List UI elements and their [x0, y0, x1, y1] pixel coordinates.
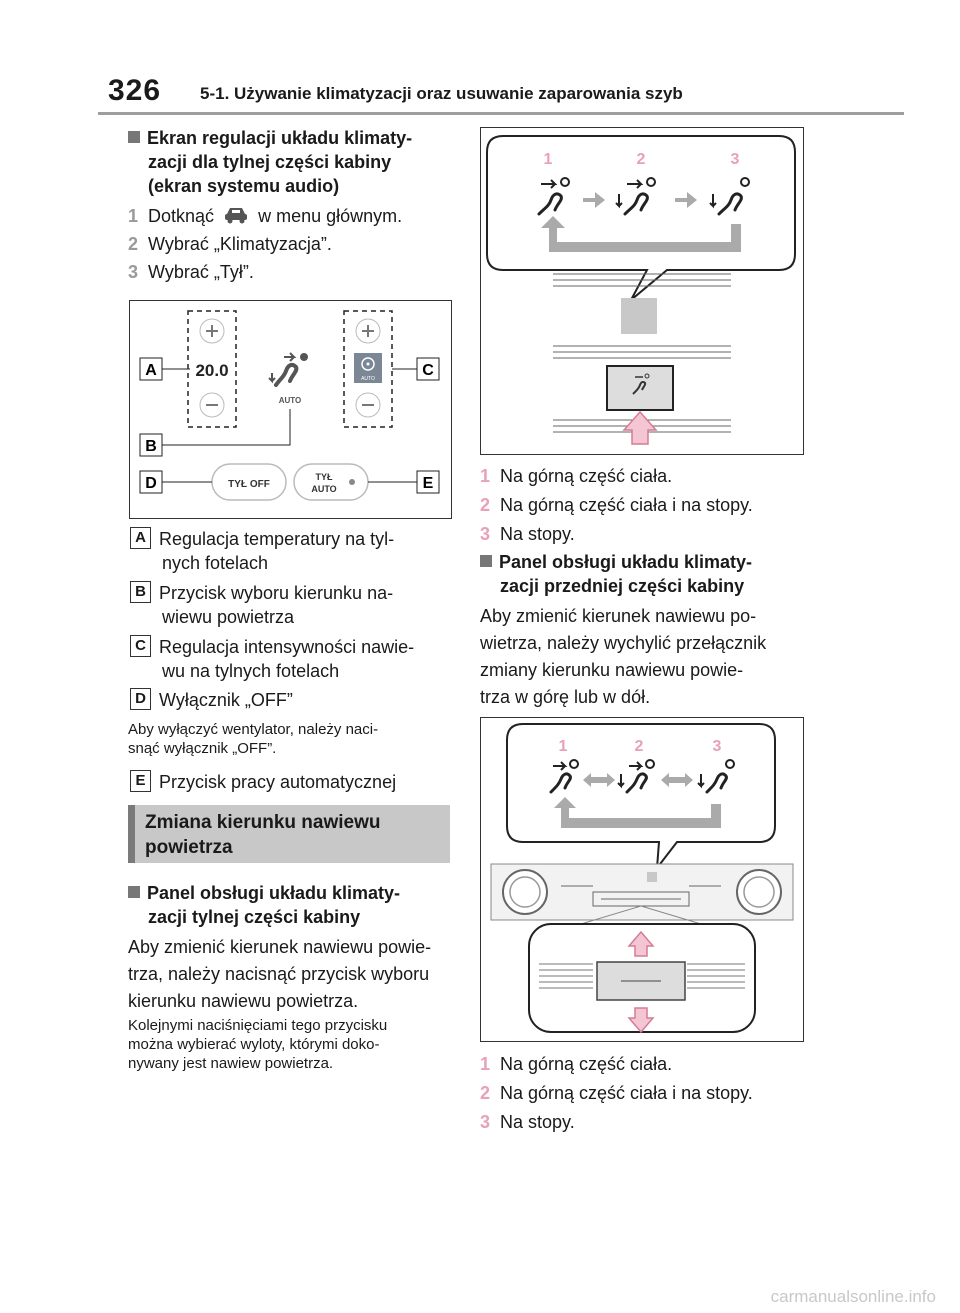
- temperature-value: 20.0: [195, 361, 228, 380]
- fan-group-outline: [343, 310, 393, 428]
- rear-auto-button: [293, 463, 369, 501]
- rear-auto-label-2: AUTO: [311, 484, 336, 494]
- rear-auto-label-1: TYŁ: [316, 472, 334, 482]
- heading-rear-screen: Ekran regulacji układu klimaty- zacji dl…: [128, 126, 458, 198]
- cycle-return-arrow-icon: [541, 216, 741, 252]
- button-seat-icon: [632, 373, 650, 395]
- paragraph-front-panel: Aby zmienić kierunek nawiewu po- wietrza…: [480, 606, 767, 707]
- mode-face-feet-icon: [615, 177, 656, 216]
- mode-number-2: 2: [635, 738, 644, 755]
- callout-d: D: [145, 475, 157, 492]
- callout-e: E: [423, 475, 434, 492]
- car-icon: [225, 208, 248, 224]
- mode-face-icon: [549, 759, 579, 794]
- switch-arrow-icon: [661, 773, 693, 787]
- next-arrow-icon: [675, 192, 697, 208]
- switch-arrow-icon: [583, 773, 615, 787]
- square-bullet-icon: [128, 131, 140, 143]
- temp-down-icon: [199, 392, 225, 418]
- mode-number-1: 1: [559, 738, 568, 755]
- rear-airflow-button-figure: 1 2 3: [480, 127, 804, 455]
- tilt-up-arrow-icon: [627, 930, 655, 957]
- display-placeholder: [621, 298, 657, 334]
- fan-down-icon: [355, 392, 381, 418]
- chapter-title: 5-1. Używanie klimatyzacji oraz usuwanie…: [200, 84, 683, 103]
- next-arrow-icon: [583, 192, 605, 208]
- front-airflow-switch-figure: 1 2 3: [480, 717, 804, 1042]
- section-heading-airflow: Zmiana kierunku nawiewu powietrza: [128, 805, 450, 863]
- mode-number-3: 3: [731, 151, 740, 168]
- mode-number-1: 1: [544, 151, 553, 168]
- temp-up-icon: [199, 318, 225, 344]
- airflow-mode-icon: [268, 352, 308, 387]
- auto-indicator-icon: [349, 479, 355, 485]
- fan-up-icon: [355, 318, 381, 344]
- airflow-auto-label: AUTO: [279, 396, 302, 405]
- header-divider: [98, 112, 904, 115]
- note-rear-panel: Kolejnymi naciśnięciami tego przycisku m…: [128, 1017, 388, 1072]
- mode-face-feet-icon: [617, 759, 655, 794]
- press-arrow-icon: [622, 410, 658, 445]
- callout-c: C: [422, 362, 434, 379]
- paragraph-rear-panel: Aby zmienić kierunek nawiewu powie- trza…: [128, 937, 432, 1011]
- callout-a: A: [145, 362, 157, 379]
- left-knob-icon: [502, 869, 548, 915]
- square-bullet-icon: [480, 555, 492, 567]
- legend-d-note: Aby wyłączyć wentylator, należy naci- sn…: [128, 721, 379, 757]
- mode-face-icon: [537, 177, 570, 216]
- mode-feet-icon: [697, 759, 735, 794]
- tilt-down-arrow-icon: [627, 1007, 655, 1034]
- page-number: 326: [108, 74, 162, 107]
- rear-off-label: TYŁ OFF: [228, 479, 270, 490]
- heading-front-panel: Panel obsługi układu klimaty- zacji prze…: [480, 550, 810, 598]
- heading-rear-panel: Panel obsługi układu klimaty- zacji tyln…: [128, 881, 458, 929]
- fan-icon: [361, 357, 375, 371]
- rear-climate-screen-figure: 20.0 AUTO AUTO A C B TYŁ OFF: [129, 300, 452, 519]
- mode-number-3: 3: [713, 738, 722, 755]
- square-bullet-icon: [128, 886, 140, 898]
- airflow-mode-button: [606, 365, 674, 411]
- callout-b: B: [145, 438, 157, 455]
- callout-bubble: [486, 135, 796, 301]
- fan-auto-label: AUTO: [361, 376, 375, 382]
- watermark: carmanualsonline.info: [770, 1287, 936, 1306]
- right-knob-icon: [736, 869, 782, 915]
- mode-feet-icon: [709, 177, 750, 216]
- mode-number-2: 2: [637, 151, 646, 168]
- cycle-return-arrow-icon: [554, 797, 721, 828]
